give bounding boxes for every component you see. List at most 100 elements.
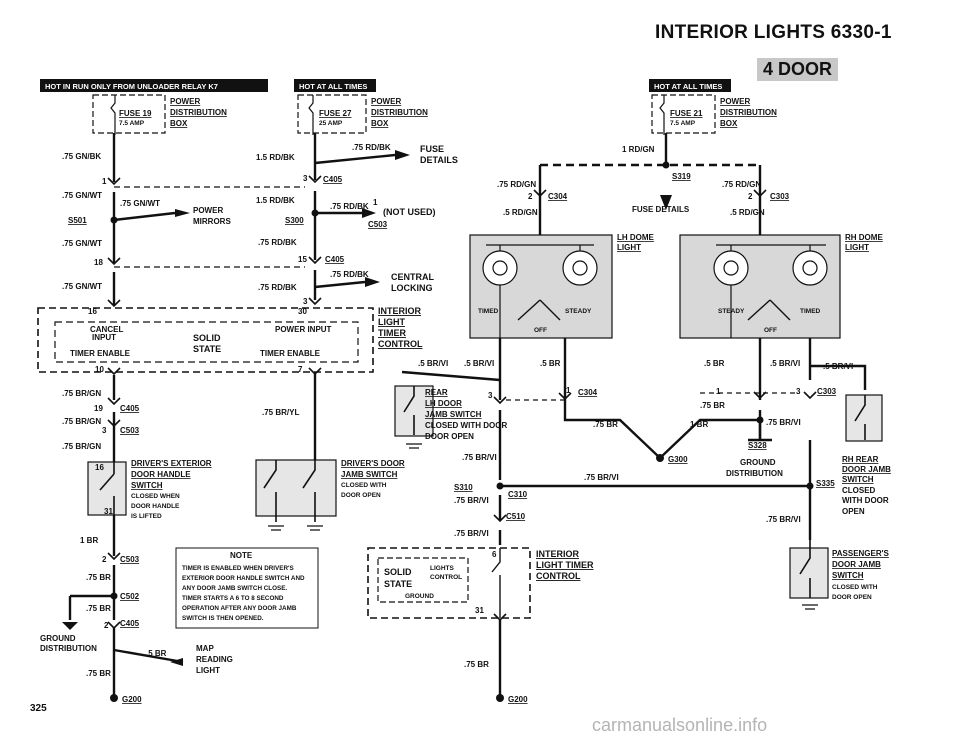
s310-label: S310 [454,483,473,492]
c503-left-2: C503 [120,555,140,564]
rh-rear-6: OPEN [842,507,865,516]
pin-3-c405: 3 [303,174,308,183]
ground-arrow-left [62,622,78,630]
drv-ext-2: DOOR HANDLE [131,470,191,479]
g300-label: G300 [668,455,688,464]
door-variant-badge: 4 DOOR [757,58,839,81]
c303-low: C303 [817,387,837,396]
arrow-map [170,658,183,666]
wire-br-vi75-a: .75 BR/VI [766,418,801,427]
wire-rd-bk15-2: 1.5 RD/BK [256,196,295,205]
rh-steady: STEADY [718,308,745,315]
wire-br-gn-2: .75 BR/GN [62,417,101,426]
wire-br75-bottom: .75 BR [464,660,489,669]
s300-label: S300 [285,216,304,225]
pin-3-c303: 3 [796,387,801,396]
left-dashed-links [114,186,305,268]
wire-br75-left-2: .75 BR [86,604,111,613]
splice-s502 [110,592,118,600]
drv-ext-4: CLOSED WHEN [131,493,180,500]
lh-timed: TIMED [478,308,499,315]
wire-br75-left-3: .75 BR [86,669,111,678]
wire-br5-map: .5 BR [146,649,167,658]
ilt-state: STATE [384,579,412,589]
pdb-dist-2: DISTRIBUTION [371,108,428,117]
pin-30: 30 [298,307,307,316]
c405-mid-2: C405 [325,255,345,264]
wire-br5-rh: .5 BR [704,359,725,368]
drv-ext-1: DRIVER'S EXTERIOR [131,459,212,468]
wire-rd-bk15-1: 1.5 RD/BK [256,153,295,162]
rh-rear-1: RH REAR [842,455,879,464]
timer-label-4: CONTROL [378,339,423,349]
wire-rd-gn5-r: .5 RD/GN [730,208,765,217]
lh-steady: STEADY [565,308,592,315]
fuse-box-19: FUSE 19 7.5 AMP POWER DISTRIBUTION BOX [92,94,227,135]
pdb-power-1: POWER [170,97,200,106]
rear-jamb-5: DOOR OPEN [425,432,474,441]
banner-right-bg [649,79,731,92]
pdb-dist-3: DISTRIBUTION [720,108,777,117]
pin-16-ext: 16 [95,463,104,472]
ilt-pin-31: 31 [475,606,484,615]
wire-rd-bk75-4: .75 RD/BK [330,270,369,279]
wire-rd-gn5-l: .5 RD/GN [503,208,538,217]
pin-15-c405: 15 [298,255,307,264]
fuse-details-2: DETAILS [420,155,458,165]
pin-1-c303: 1 [716,387,721,396]
connector-marks-right [493,189,817,622]
ilt-solid: SOLID [384,567,412,577]
pin-31-ext: 31 [104,507,113,516]
pin-2-c503: 2 [102,555,107,564]
wire-rd-bk75-2: .75 RD/BK [330,202,369,211]
drv-ext-5: DOOR HANDLE [131,503,180,510]
map-2: READING [196,655,233,664]
map-3: LIGHT [196,666,220,675]
arrow-fuse-details-right [660,195,672,210]
ground-g300 [656,454,664,462]
pass-3: SWITCH [832,571,864,580]
wire-br75-left: .75 BR [86,573,111,582]
fuse-box-27: FUSE 27 25 AMP POWER DISTRIBUTION BOX [297,94,428,135]
note-line-4: TIMER STARTS A 6 TO 8 SECOND [182,595,284,602]
wire-br-vi75-c: .75 BR/VI [584,473,619,482]
pin-10: 10 [95,365,104,374]
banner-right: HOT AT ALL TIMES [654,82,722,91]
ground-g200-left [110,694,118,702]
splice-s335 [806,482,814,490]
power-input: POWER INPUT [275,325,332,334]
timer-control-box: 16 30 CANCEL INPUT POWER INPUT SOLID STA… [37,307,374,374]
wire-gn-bk: .75 GN/BK [62,152,101,161]
pin-7: 7 [298,365,303,374]
wire-br1-rh: 1 BR [690,420,708,429]
g200-left: G200 [122,695,142,704]
rh-timed: TIMED [800,308,821,315]
timer-label-2: LIGHT [378,317,405,327]
right-section-wiring [401,133,867,700]
note-box: NOTE TIMER IS ENABLED WHEN DRIVER'S EXTE… [175,547,319,629]
c405-left-1: C405 [120,404,140,413]
lh-dome-light [469,234,613,339]
banner-left: HOT IN RUN ONLY FROM UNLOADER RELAY K7 [45,82,218,91]
splice-s328 [756,416,764,424]
rh-dome-2: LIGHT [845,243,869,252]
lh-dome-2: LIGHT [617,243,641,252]
ground-dist-1: GROUND [40,634,76,643]
rear-lh-jamb-switch [394,385,434,449]
pdb-box-3: BOX [720,119,738,128]
ilt-ground: GROUND [405,593,434,600]
pass-4: CLOSED WITH [832,584,878,591]
ilt-control: CONTROL [430,574,462,581]
s328-label: S328 [748,441,767,450]
wire-br75-lh: .75 BR [593,420,618,429]
fuse-21-label: FUSE 21 [670,109,703,118]
note-line-6: SWITCH IS THEN OPENED. [182,615,264,622]
wire-rd-gn75-l: .75 RD/GN [497,180,536,189]
arrow-central [365,277,380,287]
wire-br-gn-1: .75 BR/GN [62,389,101,398]
rh-rear-5: WITH DOOR [842,496,889,505]
wire-rd-bk75-5: .75 RD/BK [258,283,297,292]
wire-br-vi5-a: .5 BR/VI [418,359,448,368]
